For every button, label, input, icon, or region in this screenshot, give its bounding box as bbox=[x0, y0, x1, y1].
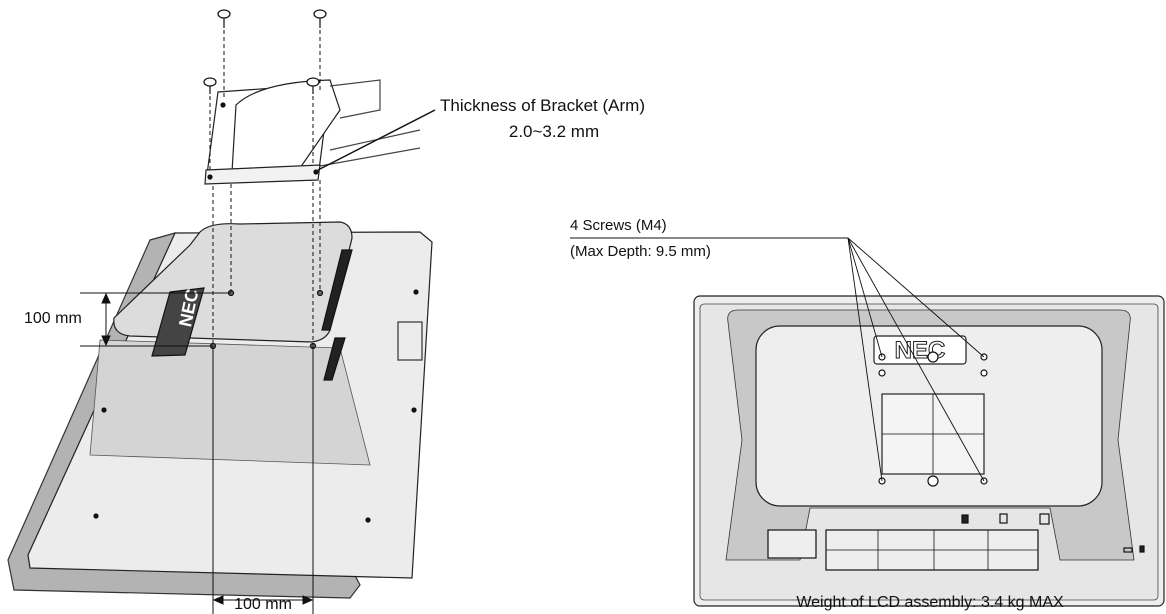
port-icon bbox=[999, 513, 1008, 524]
rear-center-boss bbox=[927, 351, 939, 363]
horizontal-dimension bbox=[212, 346, 314, 614]
power-switch bbox=[1123, 547, 1133, 553]
alignment-lines bbox=[209, 30, 321, 345]
monitor-vent-ribs bbox=[89, 339, 371, 466]
vertical-spacing-label: 100 mm bbox=[24, 310, 82, 327]
bracket-thickness-value: 2.0~3.2 mm bbox=[508, 122, 600, 141]
panel-dot bbox=[365, 517, 371, 523]
port-icon bbox=[961, 514, 969, 524]
right-rear-view: NEC bbox=[570, 237, 1165, 607]
panel-dot bbox=[413, 289, 419, 295]
bracket-thickness-title: Thickness of Bracket (Arm) bbox=[440, 96, 645, 115]
nec-logo-frame bbox=[873, 335, 967, 365]
screw-icon bbox=[217, 9, 231, 28]
rear-screw-hole bbox=[980, 369, 988, 377]
screw-leader-lines bbox=[570, 237, 985, 482]
bracket-leader-line bbox=[317, 109, 436, 171]
lock-slot-icon bbox=[1139, 545, 1145, 553]
port-icon bbox=[1039, 513, 1050, 525]
weight-label: Weight of LCD assembly: 3.4 kg MAX bbox=[796, 594, 1064, 611]
mount-hole bbox=[316, 289, 324, 297]
nec-logo-plate bbox=[151, 287, 205, 357]
screw-icon bbox=[306, 77, 320, 94]
monitor-connector-box bbox=[397, 321, 423, 361]
screws-label: 4 Screws (M4) bbox=[570, 217, 667, 234]
horizontal-spacing-label: 100 mm bbox=[234, 596, 292, 613]
left-monitor-view: NEC bbox=[7, 9, 436, 614]
monitor-side-slot bbox=[321, 249, 353, 331]
panel-dot bbox=[101, 407, 107, 413]
rear-screw-hole bbox=[878, 369, 886, 377]
vertical-dimension bbox=[80, 292, 231, 347]
monitor-side-slot bbox=[323, 337, 346, 381]
rear-center-boss bbox=[927, 475, 939, 487]
screw-icon bbox=[203, 77, 217, 94]
screw-icon bbox=[313, 9, 327, 28]
rear-cover-block bbox=[767, 529, 817, 559]
max-depth-label: (Max Depth: 9.5 mm) bbox=[570, 243, 711, 260]
panel-dot bbox=[93, 513, 99, 519]
panel-dot bbox=[411, 407, 417, 413]
